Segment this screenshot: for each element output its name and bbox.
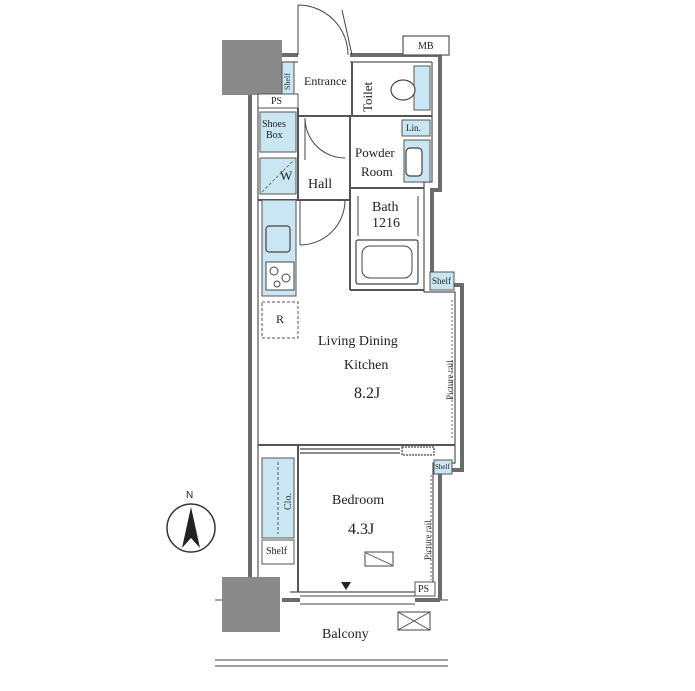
north-arrow [166,503,216,553]
fixture-label-clo: Clo. [283,493,294,510]
fixture-label-mb: MB [418,41,434,52]
ps-bottom-box [414,581,436,597]
room-label-balcony: Balcony [322,627,369,642]
fixture-label-shelf-bath: Shelf [432,276,451,286]
fixture-label-ps-top: PS [271,96,283,107]
burner-3 [273,280,281,288]
linen-shelf [401,119,431,137]
toilet-bowl [390,79,416,101]
balcony-outline [215,599,448,667]
air-conditioner-diag [365,552,393,566]
bedroom-shelf-right [433,459,453,475]
ac-outdoor-diag-2 [397,611,431,631]
compass-label-n: N [186,490,194,501]
room-label-bath-size: 1216 [372,216,400,231]
room-label-powder-1: Powder [355,145,395,160]
room-size-bedroom: 4.3J [348,521,375,538]
fixture-label-picture-rail-bedroom: Picture rail [423,520,433,560]
room-label-bath: Bath [372,200,399,215]
column-top-left [222,40,282,95]
refrigerator-space [261,301,299,339]
washer-diagonal [261,159,295,193]
fixture-label-shelf-bedroom-left: Shelf [266,546,288,557]
room-label-ldk-1: Living Dining [318,334,398,349]
kitchen-sink [265,225,291,253]
room-size-ldk: 8.2J [354,385,381,402]
shoes-box [259,111,297,153]
fixture-label-picture-rail-ldk: Picture rail [445,360,455,400]
fixture-label-lin: Lin. [406,123,421,133]
fixture-label-w: W [280,168,293,183]
room-label-toilet: Toilet [360,81,375,112]
fixture-label-shelf-entrance: Shelf [283,73,292,90]
bath-shelf [429,271,455,291]
powder-sink [405,147,423,177]
toilet-tank [413,65,431,111]
room-label-powder-2: Room [361,164,393,179]
room-label-ldk-2: Kitchen [344,358,389,373]
fixture-label-shoes: Shoes [262,119,286,130]
bathtub-inner [361,245,413,279]
room-label-hall: Hall [308,177,333,192]
room-label-entrance: Entrance [304,74,347,88]
balcony-window[interactable] [300,595,415,605]
toilet-door[interactable] [304,117,346,160]
ps-top-box [257,93,299,109]
burner-1 [269,266,279,276]
bedroom-shelf-left [261,539,295,565]
column-bottom-left [222,577,280,632]
bedroom-sliding-door[interactable] [300,446,435,456]
mb-box [402,35,450,56]
burner-2 [281,273,291,283]
fixture-label-r: R [276,312,285,326]
room-label-bedroom: Bedroom [332,493,385,508]
hall-door[interactable] [299,199,346,246]
entrance-door[interactable] [297,4,353,56]
fixture-label-box: Box [266,130,283,141]
fixture-label-shelf-bedroom-right: Shelf [435,463,450,471]
fixture-label-ps-bottom: PS [418,584,430,595]
window-marker [341,582,351,590]
